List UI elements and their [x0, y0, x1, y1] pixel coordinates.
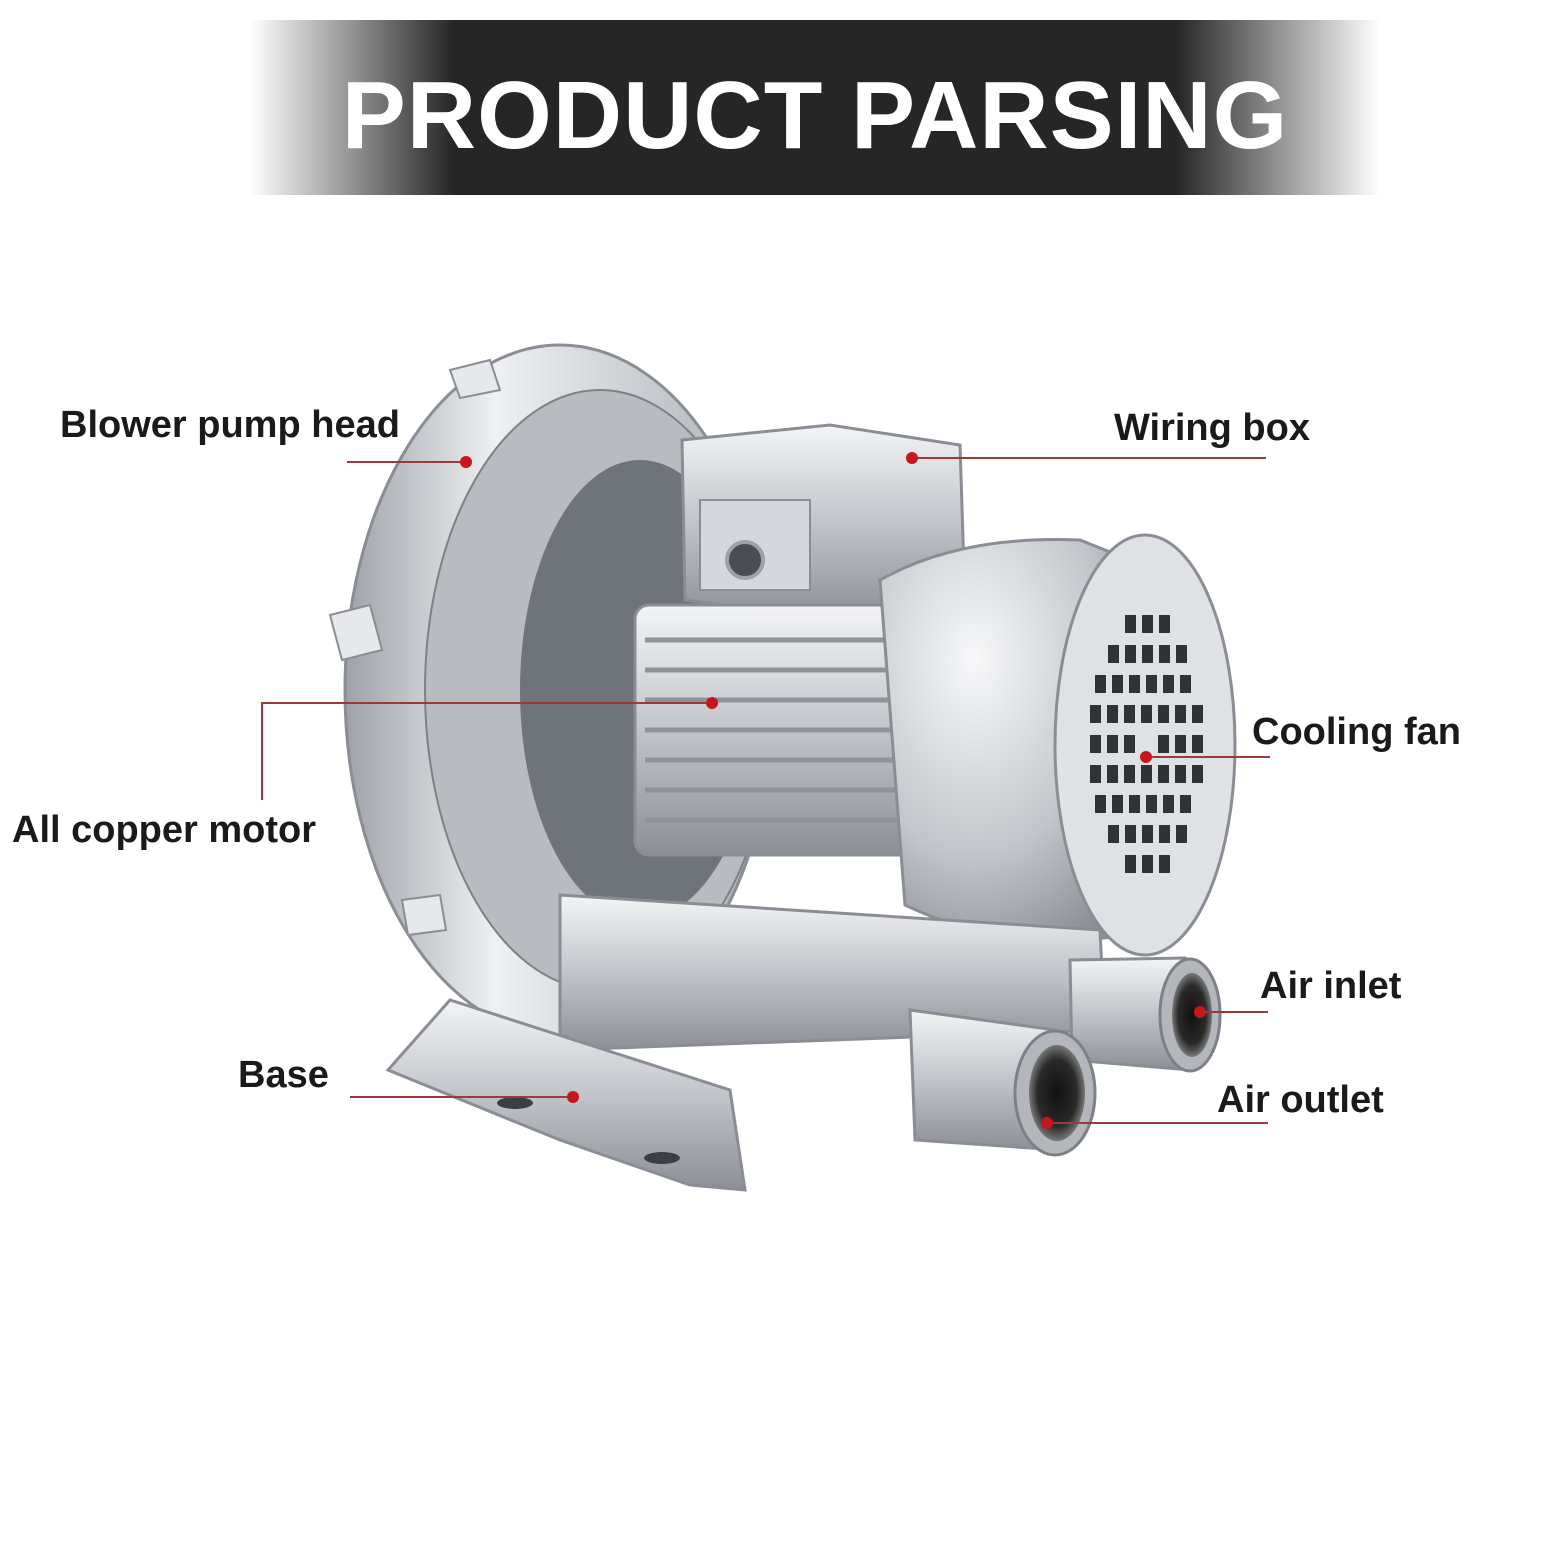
- callout-dot-air-outlet: [1041, 1117, 1053, 1129]
- callout-dot-wiring-box: [906, 452, 918, 464]
- label-wiring-box: Wiring box: [1114, 407, 1310, 449]
- label-cooling-fan: Cooling fan: [1252, 711, 1461, 753]
- label-air-inlet: Air inlet: [1260, 965, 1402, 1007]
- air-outlet: [908, 1008, 1097, 1157]
- cooling-fan: [878, 533, 1237, 957]
- callout-dot-cooling-fan: [1140, 751, 1152, 763]
- label-all-copper-motor: All copper motor: [12, 809, 317, 851]
- base-plate: [385, 998, 747, 1192]
- callout-line-all-copper-motor: [261, 702, 712, 800]
- title-banner: PRODUCT PARSING: [250, 20, 1380, 195]
- label-base: Base: [238, 1054, 329, 1096]
- page-title: PRODUCT PARSING: [341, 62, 1289, 169]
- air-inlet: [1068, 956, 1222, 1073]
- callout-dot-air-inlet: [1194, 1006, 1206, 1018]
- label-air-outlet: Air outlet: [1217, 1079, 1384, 1121]
- all-copper-motor: [633, 603, 937, 857]
- callout-dot-blower-pump-head: [460, 456, 472, 468]
- callout-dot-base: [567, 1091, 579, 1103]
- label-blower-pump-head: Blower pump head: [60, 404, 400, 446]
- callout-dot-all-copper-motor: [706, 697, 718, 709]
- callout-lines: [261, 457, 1270, 1124]
